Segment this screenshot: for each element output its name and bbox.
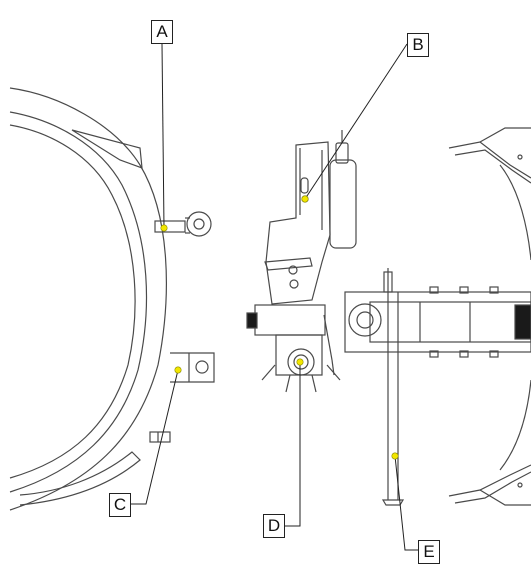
callout-e: E bbox=[418, 540, 440, 564]
cutter-side-plate bbox=[265, 141, 331, 305]
leader-lines bbox=[131, 43, 418, 551]
callout-a: A bbox=[151, 20, 173, 44]
rod-end-a bbox=[154, 211, 212, 237]
lever-arm bbox=[264, 257, 313, 271]
callout-c: C bbox=[109, 493, 131, 517]
drive-hub-inner bbox=[293, 354, 309, 370]
ring-bottom-hook bbox=[19, 451, 141, 506]
bottom-stud bbox=[149, 431, 171, 443]
bracket-c bbox=[170, 352, 215, 383]
leader-d bbox=[285, 362, 301, 527]
beam-clamp-circle bbox=[348, 303, 382, 337]
track-frame bbox=[344, 127, 531, 506]
beam-inner bbox=[369, 301, 531, 343]
marker-e bbox=[391, 452, 399, 460]
ring-inner-arc bbox=[9, 124, 136, 479]
ring-top-blade bbox=[71, 129, 143, 169]
markers bbox=[160, 195, 399, 460]
callout-d: D bbox=[263, 514, 285, 538]
leader-a bbox=[161, 43, 165, 229]
marker-a bbox=[160, 224, 168, 232]
drive-hub-outer bbox=[287, 348, 315, 376]
motor-block-top bbox=[254, 304, 326, 336]
marker-c bbox=[174, 366, 182, 374]
upper-arm bbox=[448, 141, 531, 179]
upper-rib bbox=[499, 164, 531, 261]
beam-dark-end bbox=[514, 304, 531, 340]
vertical-cylinder bbox=[329, 159, 357, 249]
lower-rib bbox=[499, 379, 531, 471]
lower-arm bbox=[448, 464, 531, 497]
leader-e bbox=[394, 455, 418, 551]
ring-mid-arc bbox=[9, 111, 148, 493]
ring-assembly bbox=[9, 87, 215, 511]
leader-b bbox=[304, 43, 408, 200]
plate-slot bbox=[300, 177, 309, 194]
leader-c bbox=[131, 369, 179, 505]
post-cap bbox=[383, 271, 393, 293]
callout-b: B bbox=[407, 33, 429, 57]
motor-dark-tab bbox=[246, 312, 258, 329]
cutter-head bbox=[246, 130, 357, 393]
marker-b bbox=[301, 195, 309, 203]
ring-outer-arc bbox=[9, 87, 167, 511]
motor-housing bbox=[275, 334, 323, 376]
marker-d bbox=[296, 358, 304, 366]
